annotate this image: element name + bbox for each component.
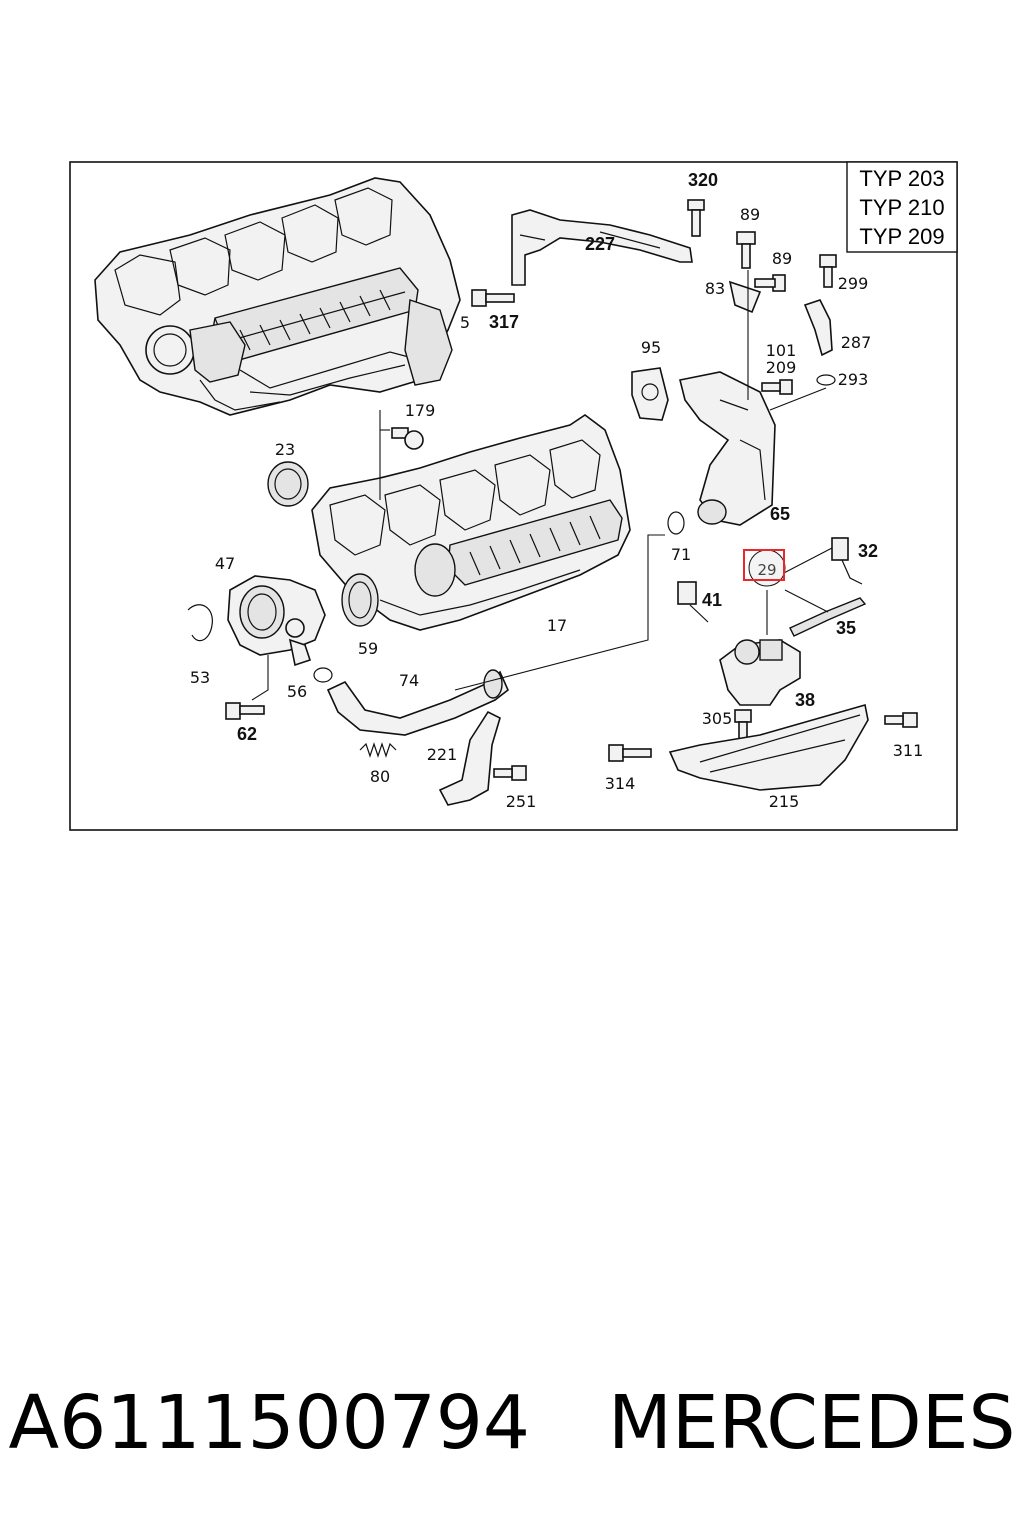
label-311: 311 <box>893 741 924 760</box>
label-179: 179 <box>405 401 436 420</box>
label-23: 23 <box>275 440 295 459</box>
oring-56 <box>313 667 333 683</box>
bracket-83 <box>728 280 762 314</box>
type-209: TYP 209 <box>859 224 944 249</box>
label-35: 35 <box>836 618 856 638</box>
type-210: TYP 210 <box>859 195 944 220</box>
seal-71 <box>667 511 685 535</box>
bolt-101-209 <box>761 379 793 395</box>
label-89a: 89 <box>740 205 760 224</box>
bolt-89-upper <box>736 231 756 269</box>
label-56: 56 <box>287 682 307 701</box>
label-299: 299 <box>838 274 869 293</box>
lever-35 <box>789 597 867 637</box>
label-317: 317 <box>489 312 519 332</box>
label-38: 38 <box>795 690 815 710</box>
label-209: 209 <box>766 358 797 377</box>
part-number: A6111500794 <box>8 1380 530 1466</box>
label-89b: 89 <box>772 249 792 268</box>
label-83: 83 <box>705 279 725 298</box>
bolt-317 <box>471 289 515 307</box>
label-251: 251 <box>506 792 537 811</box>
type-box: TYP 203 TYP 210 TYP 209 <box>846 161 958 253</box>
bolt-299 <box>819 254 837 288</box>
label-215: 215 <box>769 792 800 811</box>
label-62: 62 <box>237 724 257 744</box>
leader-lines <box>251 270 833 701</box>
label-59: 59 <box>358 639 378 658</box>
throttle-housing-47 <box>227 575 326 667</box>
lower-intake-manifold <box>311 414 631 631</box>
label-320: 320 <box>688 170 718 190</box>
cover-215 <box>668 703 869 791</box>
label-53: 53 <box>190 668 210 687</box>
label-32: 32 <box>858 541 878 561</box>
ring-293 <box>816 374 836 386</box>
upper-intake-manifold <box>94 177 461 416</box>
label-5: 5 <box>460 313 470 332</box>
caption: A6111500794 MERCEDES <box>0 1368 1024 1478</box>
highlight-29: 29 <box>743 549 786 587</box>
bolt-311 <box>884 712 918 728</box>
label-287: 287 <box>841 333 872 352</box>
gasket-95 <box>631 367 669 421</box>
bolt-314 <box>608 744 652 762</box>
label-71: 71 <box>671 545 691 564</box>
bracket-221 <box>438 710 501 806</box>
label-227: 227 <box>585 234 615 254</box>
label-80: 80 <box>370 767 390 786</box>
hose-74 <box>326 669 509 736</box>
clip-41 <box>677 581 709 623</box>
bolt-89-lower <box>754 274 786 292</box>
pipe-287 <box>803 299 833 357</box>
brand-name: MERCEDES <box>607 1380 1016 1466</box>
label-305: 305 <box>702 709 733 728</box>
clip-32 <box>831 537 863 585</box>
label-74: 74 <box>399 671 419 690</box>
seal-ring-53 <box>187 604 213 642</box>
label-47: 47 <box>215 554 235 573</box>
seal-23 <box>267 461 309 507</box>
label-221: 221 <box>427 745 458 764</box>
bracket-227 <box>511 209 693 286</box>
label-29: 29 <box>757 561 776 579</box>
part-labels: 320 227 89 89 83 299 5 317 95 287 101 20… <box>190 170 923 811</box>
type-203: TYP 203 <box>859 166 944 191</box>
seal-59 <box>341 573 379 627</box>
actuator-38 <box>719 639 801 706</box>
label-65: 65 <box>770 504 790 524</box>
label-95: 95 <box>641 338 661 357</box>
label-293: 293 <box>838 370 869 389</box>
bolt-179 <box>391 427 424 450</box>
label-314: 314 <box>605 774 636 793</box>
bolt-320 <box>687 199 705 237</box>
spring-80 <box>359 742 397 758</box>
label-101: 101 <box>766 341 797 360</box>
highlight-box <box>743 549 785 581</box>
connector-65 <box>679 371 776 526</box>
label-41: 41 <box>702 590 722 610</box>
bolt-62 <box>225 702 265 720</box>
bolt-251 <box>493 765 527 781</box>
label-17: 17 <box>547 616 567 635</box>
